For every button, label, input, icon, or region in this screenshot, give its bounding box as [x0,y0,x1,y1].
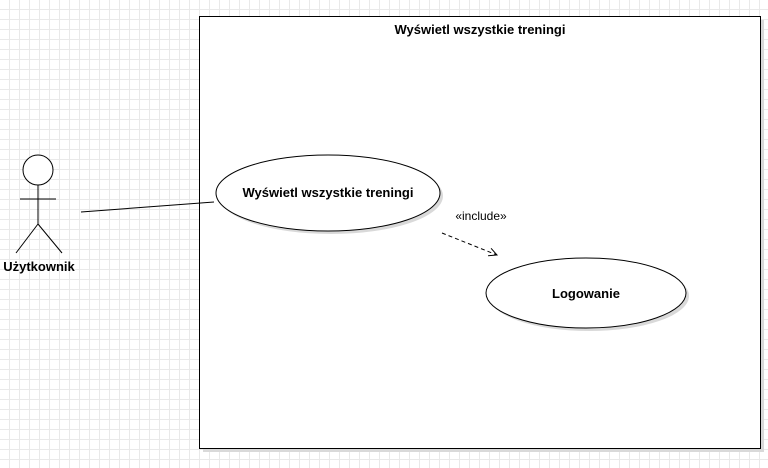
use-case-wyswietl-treningi[interactable]: Wyświetl wszystkie treningi [215,154,443,234]
use-case-logowanie[interactable]: Logowanie [485,257,689,331]
actor-uzytkownik[interactable]: Użytkownik [3,154,76,274]
actor-label: Użytkownik [3,259,75,274]
include-dashed-arrow [441,232,497,255]
system-boundary-title: Wyświetl wszystkie treningi [395,22,566,37]
system-boundary[interactable]: Wyświetl wszystkie treningi [199,16,765,453]
include-label: «include» [455,209,507,223]
stick-figure-icon [15,154,63,254]
include-relation[interactable]: «include» [441,209,507,255]
use-case-label: Logowanie [552,286,620,301]
use-case-label: Wyświetl wszystkie treningi [243,185,414,200]
association-line[interactable] [80,201,215,213]
